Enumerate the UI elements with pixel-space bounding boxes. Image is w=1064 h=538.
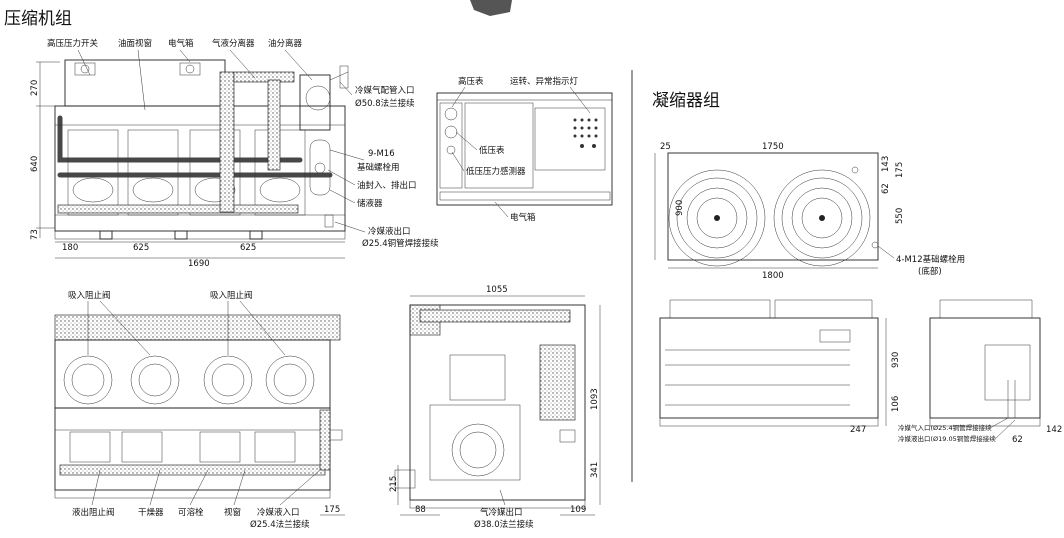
dim-930: 930 — [891, 352, 901, 368]
label-liquid-inlet: 冷媒液入口 — [257, 507, 300, 518]
label-gas-liquid-sep: 气液分离器 — [212, 38, 255, 49]
label-oil-port: 油封入、排出口 — [357, 180, 417, 191]
dim-1690: 1690 — [188, 259, 210, 269]
condenser-top-view — [667, 152, 879, 267]
electric-panel-view — [436, 92, 613, 206]
label-panel-electric-box: 电气箱 — [510, 212, 536, 223]
label-oil-window: 油面视窗 — [118, 38, 152, 49]
dim-180: 180 — [62, 243, 78, 253]
dim-341: 341 — [590, 462, 600, 478]
label-sight-glass: 视窗 — [224, 507, 241, 518]
top-object-fragment — [470, 0, 512, 16]
dim-109: 109 — [570, 505, 586, 515]
condenser-front-view — [659, 299, 879, 427]
dim-1093: 1093 — [590, 388, 600, 410]
label-oil-sep: 油分离器 — [268, 38, 303, 49]
label-liquid-check: 液出阻止阀 — [72, 507, 115, 518]
label-suction-inlet: 冷媒气配管入口 — [355, 85, 415, 96]
label-hp-gauge: 高压表 — [458, 76, 484, 87]
label-lp-sensor: 低压压力感测器 — [466, 166, 526, 177]
label-suction-check-1: 吸入阻止阀 — [68, 290, 111, 301]
compressor-front-view — [54, 59, 349, 240]
dim-62-condenser: 62 — [1012, 435, 1023, 445]
label-hp-switch: 高压压力开关 — [47, 38, 99, 49]
dim-142: 142 — [1046, 425, 1062, 435]
label-electric-box: 电气箱 — [168, 38, 194, 49]
label-liquid-inlet-spec: Ø25.4法兰接续 — [250, 519, 310, 530]
label-bolt-use: 基础螺栓用 — [357, 162, 400, 173]
label-condenser-liquid-outlet: 冷媒液出口(Ø19.05铜管焊接接续 — [898, 434, 996, 443]
dim-88: 88 — [415, 505, 426, 515]
label-bolt: 9-M16 — [368, 149, 395, 159]
condenser-group-title: 凝缩器组 — [652, 91, 720, 111]
compressor-side-view — [394, 304, 586, 509]
dim-175-condenser: 175 — [895, 162, 905, 178]
compressor-group-title: 压缩机组 — [4, 9, 72, 29]
dim-25: 25 — [660, 142, 671, 152]
label-indicator-lights: 运转、异常指示灯 — [510, 76, 579, 87]
condenser-side-view — [929, 299, 1041, 427]
dim-143: 143 — [881, 156, 891, 172]
dim-640: 640 — [30, 156, 40, 172]
label-gas-outlet-spec: Ø38.0法兰接续 — [474, 519, 534, 530]
label-condenser-bolt: 4-M12基础螺栓用 — [896, 254, 965, 265]
dim-625-b: 625 — [240, 243, 256, 253]
dim-62: 62 — [881, 183, 891, 194]
dim-1055: 1055 — [486, 285, 508, 295]
dim-1750: 1750 — [762, 142, 784, 152]
label-suction-check-2: 吸入阻止阀 — [210, 290, 253, 301]
label-liquid-outlet-spec: Ø25.4铜管焊接接续 — [362, 238, 439, 249]
label-receiver: 储液器 — [357, 198, 383, 209]
dim-550: 550 — [895, 208, 905, 224]
dim-73: 73 — [30, 229, 40, 240]
dim-1800: 1800 — [762, 271, 784, 281]
dim-270: 270 — [30, 80, 40, 96]
label-condenser-bolt-bottom: (底部) — [918, 266, 942, 277]
label-dryer: 干燥器 — [138, 507, 164, 518]
label-liquid-outlet: 冷媒液出口 — [368, 226, 411, 237]
label-lp-gauge: 低压表 — [479, 145, 505, 156]
label-gas-outlet: 气冷媒出口 — [480, 507, 523, 518]
dim-215: 215 — [389, 476, 399, 492]
label-suction-inlet-spec: Ø50.8法兰接续 — [355, 98, 415, 109]
dim-175: 175 — [324, 505, 340, 515]
dim-247: 247 — [850, 425, 866, 435]
label-fusible-plug: 可溶栓 — [178, 507, 204, 518]
dim-900: 900 — [675, 200, 685, 216]
dim-625-a: 625 — [133, 243, 149, 253]
dim-106: 106 — [891, 396, 901, 412]
label-condenser-gas-inlet: 冷媒气入口(Ø25.4铜管焊接接续 — [898, 423, 992, 432]
compressor-bottom-view — [54, 314, 343, 499]
